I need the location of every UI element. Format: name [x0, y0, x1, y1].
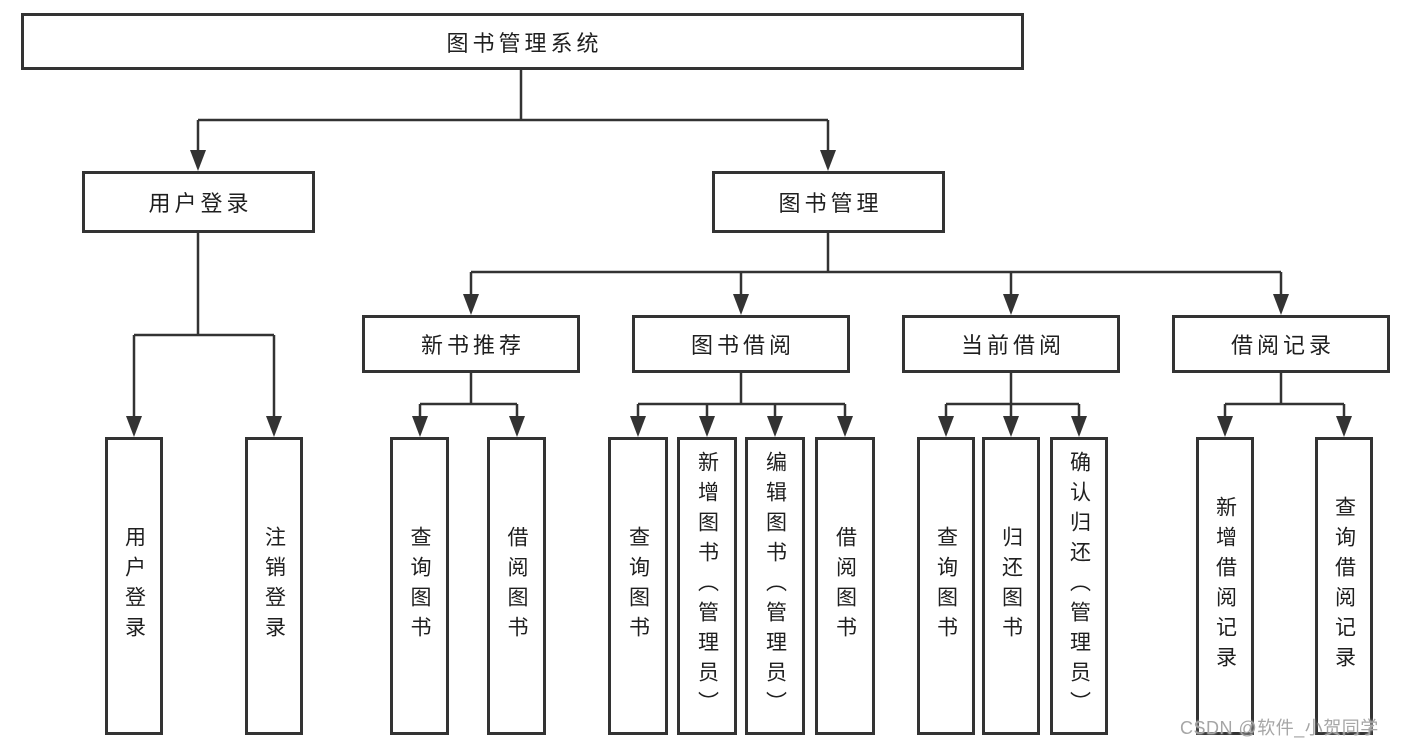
leaf-query-borrow-record: 查询借阅记录 — [1315, 437, 1373, 735]
node-label: 查询图书 — [408, 526, 431, 646]
leaf-borrow-books: 借阅图书 — [815, 437, 875, 735]
leaf-add-borrow-record: 新增借阅记录 — [1196, 437, 1254, 735]
node-user-login: 用户登录 — [82, 171, 315, 233]
node-label: 用户登录 — [122, 526, 146, 646]
leaf-return-books: 归还图书 — [982, 437, 1040, 735]
leaf-edit-books-admin: 编辑图书（管理员） — [745, 437, 805, 735]
node-label: 当前借阅 — [960, 333, 1065, 358]
node-library-management-system: 图书管理系统 — [21, 13, 1024, 70]
node-borrowing-records: 借阅记录 — [1172, 315, 1390, 373]
node-label: 借阅记录 — [1230, 333, 1335, 358]
leaf-query-books-borrow: 查询图书 — [608, 437, 668, 735]
node-label: 用户登录 — [148, 191, 253, 216]
node-book-borrowing: 图书借阅 — [632, 315, 850, 373]
node-label: 图书管理 — [778, 191, 883, 216]
leaf-user-login: 用户登录 — [105, 437, 163, 735]
leaf-add-books-admin: 新增图书（管理员） — [677, 437, 737, 735]
csdn-watermark: CSDN @软件_小贺同学 — [1180, 718, 1379, 738]
leaf-query-books-current: 查询图书 — [917, 437, 975, 735]
node-label: 编辑图书（管理员） — [763, 451, 787, 721]
node-label: 新书推荐 — [420, 333, 525, 358]
node-label: 查询图书 — [626, 526, 650, 646]
node-current-borrowing: 当前借阅 — [902, 315, 1120, 373]
node-label: 查询借阅记录 — [1332, 496, 1356, 676]
node-new-book-recommendation: 新书推荐 — [362, 315, 580, 373]
leaf-confirm-return-admin: 确认归还（管理员） — [1050, 437, 1108, 735]
node-label: 借阅图书 — [833, 526, 857, 646]
node-label: 新增借阅记录 — [1213, 496, 1237, 676]
node-book-management: 图书管理 — [712, 171, 945, 233]
node-label: 注销登录 — [262, 526, 286, 646]
node-label: 新增图书（管理员） — [695, 451, 719, 721]
leaf-logout: 注销登录 — [245, 437, 303, 735]
node-label: 图书借阅 — [690, 333, 795, 358]
node-label: 确认归还（管理员） — [1067, 451, 1091, 721]
node-label: 图书管理系统 — [446, 30, 603, 56]
leaf-borrow-books-recommend: 借阅图书 — [487, 437, 546, 735]
leaf-query-books-recommend: 查询图书 — [390, 437, 449, 735]
node-label: 归还图书 — [999, 526, 1023, 646]
node-label: 借阅图书 — [505, 526, 528, 646]
node-label: 查询图书 — [934, 526, 958, 646]
